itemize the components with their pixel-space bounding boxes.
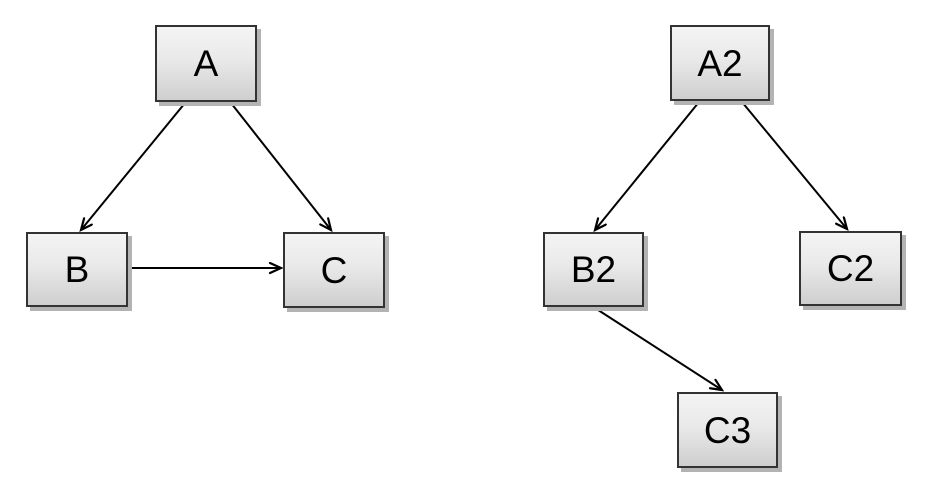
node-A2-label: A2 <box>697 42 743 84</box>
node-C3-label: C3 <box>703 409 752 451</box>
node-B[interactable]: B <box>26 232 128 307</box>
edge-A2-C2 <box>741 101 847 229</box>
edge-B2-C3 <box>594 307 722 390</box>
node-A-label: A <box>193 43 219 84</box>
node-C[interactable]: C <box>283 232 385 308</box>
node-B-label: B <box>64 249 90 290</box>
node-C2[interactable]: C2 <box>799 231 902 306</box>
edge-A-B <box>81 102 186 230</box>
node-C2-label: C2 <box>826 248 875 289</box>
edge-A2-B2 <box>595 101 700 230</box>
node-B2[interactable]: B2 <box>543 232 644 307</box>
node-B2-label: B2 <box>570 249 617 290</box>
edge-A-C <box>230 102 331 230</box>
node-A[interactable]: A <box>155 25 257 102</box>
node-A2[interactable]: A2 <box>670 25 770 101</box>
node-C3[interactable]: C3 <box>677 392 778 468</box>
node-C-label: C <box>320 249 348 291</box>
